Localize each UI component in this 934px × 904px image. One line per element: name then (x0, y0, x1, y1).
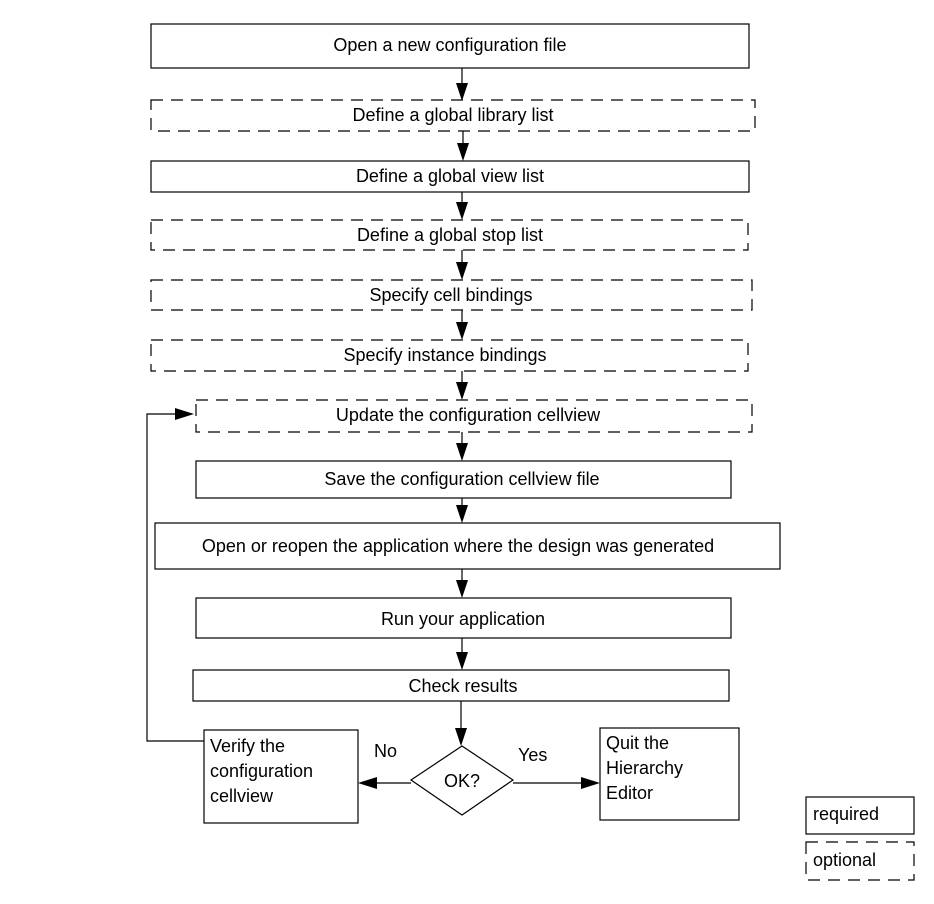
branch-no: No (358, 741, 411, 789)
connector-arrowhead (455, 728, 467, 746)
quit-label-line3: Editor (606, 783, 653, 803)
verify-label-line1: Verify the (210, 736, 285, 756)
legend-required-label: required (813, 804, 879, 824)
connector-arrowhead (456, 262, 468, 280)
quit-box (599, 727, 740, 821)
step-box-define-view-list (150, 160, 750, 193)
connector-arrowhead (456, 580, 468, 598)
step-define-stop-list: Define a global stop list (150, 219, 749, 251)
connector-arrowhead (456, 505, 468, 523)
decision-ok: OK? (409, 745, 515, 816)
yes-label: Yes (518, 745, 547, 765)
step-box-open-application (154, 522, 781, 570)
step-box-update-cellview (195, 399, 753, 433)
yes-connector-arrowhead (581, 777, 600, 789)
step-update-cellview: Update the configuration cellview (195, 399, 753, 433)
connector-arrowhead (456, 83, 468, 101)
step-label-open-application: Open or reopen the application where the… (202, 536, 714, 556)
verify-label-line2: configuration (210, 761, 313, 781)
step-box-define-stop-list (150, 219, 749, 251)
step-label-define-view-list: Define a global view list (356, 166, 544, 186)
step-open-config: Open a new configuration file (150, 23, 750, 69)
step-label-define-stop-list: Define a global stop list (357, 225, 543, 245)
legend: required optional (805, 796, 915, 881)
step-verify-cellview: Verify the configuration cellview (203, 729, 359, 824)
decision-diamond (409, 745, 515, 816)
step-label-specify-instance-bindings: Specify instance bindings (343, 345, 546, 365)
step-box-define-library-list (150, 99, 756, 132)
step-box-specify-cell-bindings (150, 279, 753, 311)
step-check-results: Check results (192, 669, 730, 702)
step-label-update-cellview: Update the configuration cellview (336, 405, 601, 425)
step-label-save-cellview: Save the configuration cellview file (324, 469, 599, 489)
step-run-application: Run your application (195, 597, 732, 639)
step-save-cellview: Save the configuration cellview file (195, 460, 732, 499)
quit-label-line2: Hierarchy (606, 758, 683, 778)
step-specify-instance-bindings: Specify instance bindings (150, 339, 749, 372)
quit-label-line1: Quit the (606, 733, 669, 753)
verify-box (203, 729, 359, 824)
feedback-loop-arrowhead (175, 408, 194, 420)
step-label-run-application: Run your application (381, 609, 545, 629)
step-open-application: Open or reopen the application where the… (154, 522, 781, 570)
legend-optional-box (805, 841, 915, 881)
branch-yes: Yes (513, 745, 600, 789)
connector-arrowhead (456, 382, 468, 400)
vertical-connectors (455, 68, 469, 746)
legend-required-box (805, 796, 915, 835)
feedback-loop-line (146, 413, 204, 742)
connector-arrowhead (456, 202, 468, 220)
connector-arrowhead (456, 652, 468, 670)
connector-arrowhead (457, 143, 469, 161)
no-label: No (374, 741, 397, 761)
step-box-save-cellview (195, 460, 732, 499)
no-connector-arrowhead (358, 777, 377, 789)
step-label-check-results: Check results (408, 676, 517, 696)
step-box-open-config (150, 23, 750, 69)
legend-optional-label: optional (813, 850, 876, 870)
step-label-define-library-list: Define a global library list (352, 105, 553, 125)
connector-arrowhead (456, 443, 468, 461)
feedback-loop (146, 408, 204, 742)
verify-label-line3: cellview (210, 786, 274, 806)
step-box-run-application (195, 597, 732, 639)
step-quit-editor: Quit the Hierarchy Editor (599, 727, 740, 821)
connector-arrowhead (456, 322, 468, 340)
step-define-view-list: Define a global view list (150, 160, 750, 193)
step-specify-cell-bindings: Specify cell bindings (150, 279, 753, 311)
step-box-specify-instance-bindings (150, 339, 749, 372)
step-label-open-config: Open a new configuration file (333, 35, 566, 55)
step-label-specify-cell-bindings: Specify cell bindings (369, 285, 532, 305)
step-define-library-list: Define a global library list (150, 99, 756, 132)
decision-label: OK? (444, 771, 480, 791)
